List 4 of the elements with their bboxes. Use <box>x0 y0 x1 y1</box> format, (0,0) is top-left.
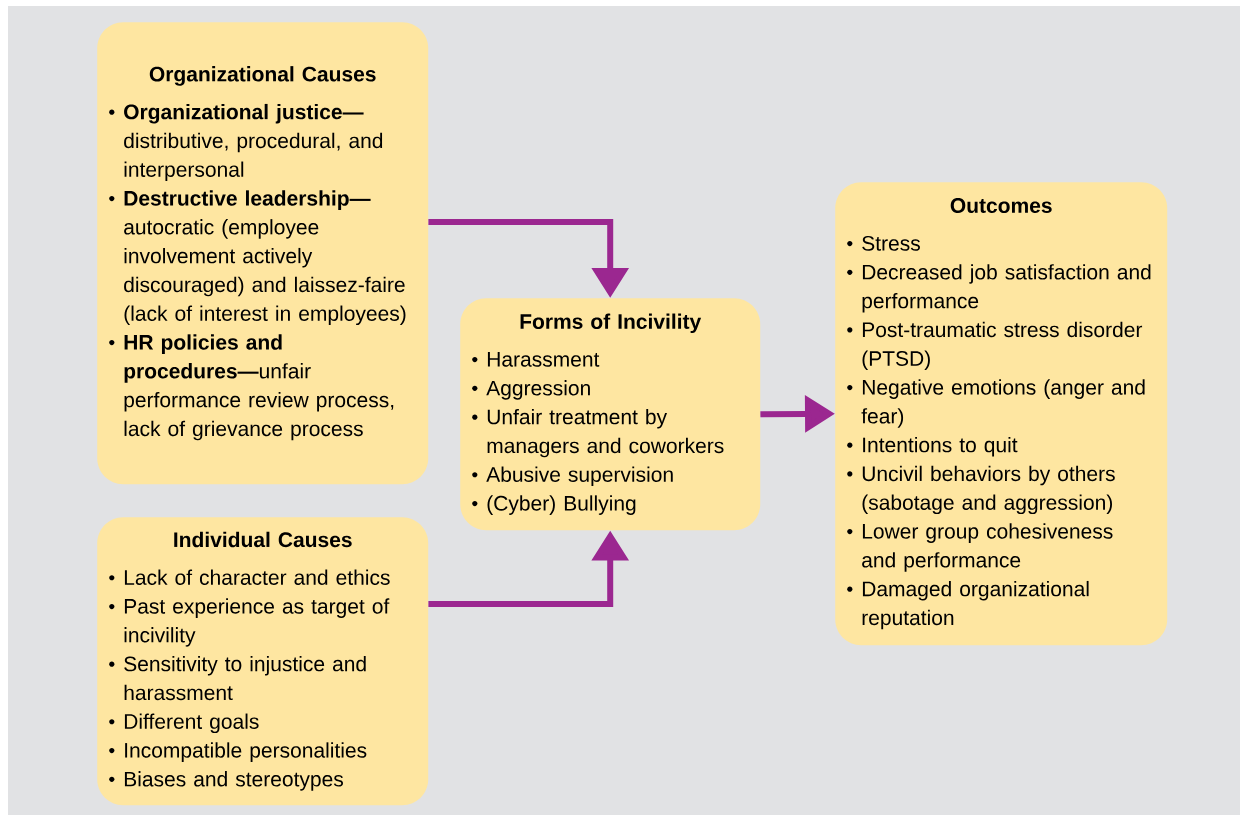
text-box: Organizational Causes Organizational justice—distributive, procedural, and interpersonal Destructive leadership—autocratic (employee involvement actively discouraged) and laissez-faire (lack of interest in employees) HR policies and procedures—unfair performance review process, lack of grievance process <box>97 22 429 485</box>
text-box: Outcomes Stress Decreased job satisfaction and performance Post-traumatic stress disorder (PTSD) Negative emotions (anger and fear) Intentions to quit Uncivil behaviors by others (sabotage and aggression) Lower group cohesiveness and performance Damaged organizational reputation <box>835 182 1168 646</box>
text-box: Individual Causes Lack of character and ethics Past experience as target of incivility Sensitivity to injustice and harassment Different goals Incompatible personalities Biases and stereotypes <box>97 517 429 806</box>
text-box: Forms of Incivility Harassment Aggression Unfair treatment by managers and coworkers Abusive supervision (Cyber) Bullying <box>460 298 761 531</box>
